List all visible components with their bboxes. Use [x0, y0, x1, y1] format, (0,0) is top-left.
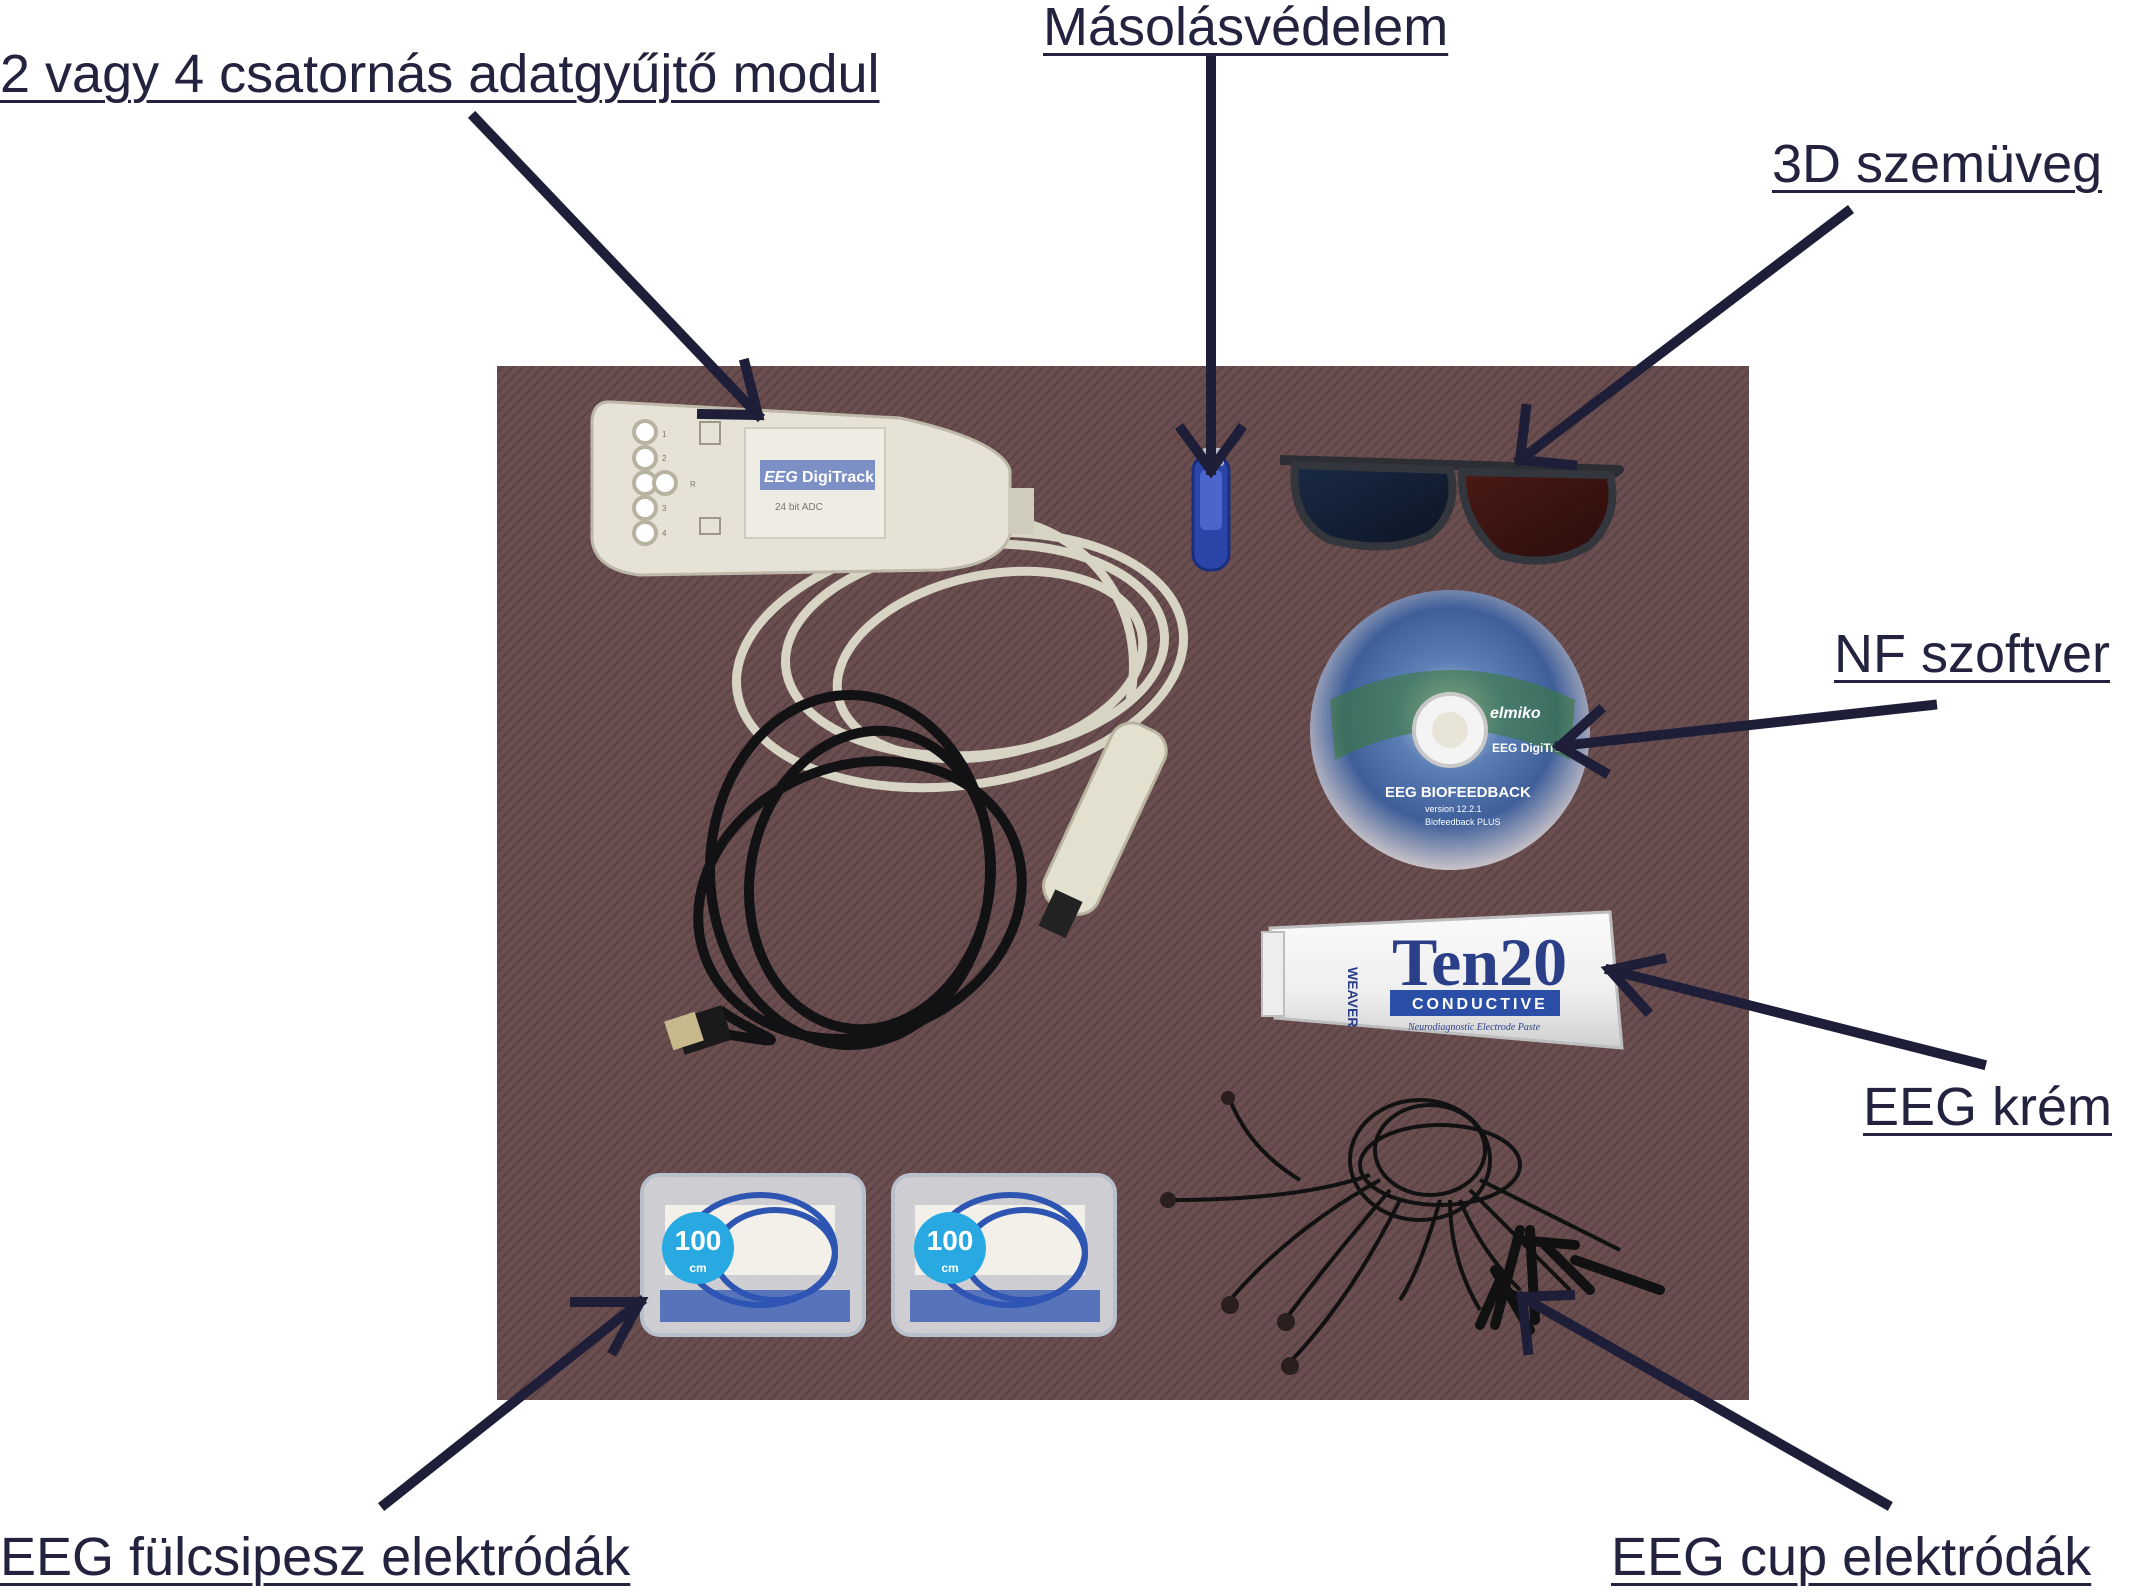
arrow-eeg-cream: [1600, 953, 1988, 1071]
ear-clip-box-1: [640, 1173, 866, 1337]
cd-version: version 12.2.1: [1425, 804, 1482, 814]
box-1-unit: cm: [689, 1261, 706, 1275]
label-eeg-cream: EEG krém: [1863, 1077, 2113, 1137]
pointer-arrows: [377, 53, 1988, 1512]
usb-adapter: [1038, 721, 1168, 939]
label-ear-clip-electrodes: EEG fülcsipesz elektródák: [0, 1527, 631, 1587]
cup-electrodes: [1169, 1098, 1621, 1364]
glasses-3d: [1280, 455, 1624, 565]
device-adc-text: 24 bit ADC: [775, 502, 823, 513]
cd-edition: Biofeedback PLUS: [1425, 817, 1501, 827]
software-cd: [1310, 590, 1590, 870]
tube-maker: WEAVER: [1345, 967, 1361, 1027]
arrow-data-module: [467, 110, 766, 423]
usb-plug: [664, 1005, 733, 1055]
tube-description: Neurodiagnostic Electrode Paste: [1407, 1022, 1541, 1033]
arrow-copy-protection: [1175, 53, 1247, 479]
device-brand-eeg: EEG: [764, 469, 798, 486]
paste-tube: [1261, 910, 1624, 1050]
label-cup-electrodes: EEG cup elektródák: [1611, 1527, 2092, 1587]
cd-title: EEG BIOFEEDBACK: [1385, 784, 1531, 801]
arrow-nf-software: [1551, 699, 1938, 779]
device-channel-3: 3: [662, 504, 667, 513]
tube-subtitle: CONDUCTIVE: [1412, 996, 1548, 1013]
arrow-glasses: [1512, 204, 1855, 471]
label-data-module: 2 vagy 4 csatornás adatgyűjtő modul: [0, 44, 880, 104]
cd-brand: elmiko: [1490, 705, 1541, 722]
device-labels: EEG DigiTrack 24 bit ADC 1 2 R 3 4: [662, 430, 874, 538]
arrow-ear-clip: [377, 1294, 649, 1512]
box-2-length: 100: [927, 1225, 974, 1256]
device-channel-2: 2: [662, 454, 667, 463]
tube-brand: Ten20: [1392, 924, 1567, 1000]
data-module: [590, 400, 1034, 577]
box-1-length: 100: [675, 1225, 722, 1256]
box-labels: 100 cm 100 cm: [675, 1225, 974, 1275]
label-nf-software: NF szoftver: [1834, 624, 2111, 684]
device-channel-1: 1: [662, 430, 667, 439]
device-brand-name: DigiTrack: [802, 469, 874, 486]
label-copy-protection: Másolásvédelem: [1043, 0, 1449, 57]
box-2-unit: cm: [941, 1261, 958, 1275]
ear-clip-box-2: [891, 1173, 1117, 1337]
arrow-cup-electrodes: [1515, 1289, 1893, 1511]
usb-cable: [693, 690, 1027, 1050]
device-channel-4: 4: [662, 529, 667, 538]
label-3d-glasses: 3D szemüveg: [1772, 134, 2103, 194]
electrode-cups: [1160, 1091, 1299, 1375]
device-channel-r: R: [690, 480, 696, 489]
tube-labels: Ten20 CONDUCTIVE WEAVER Neurodiagnostic …: [1345, 924, 1567, 1033]
